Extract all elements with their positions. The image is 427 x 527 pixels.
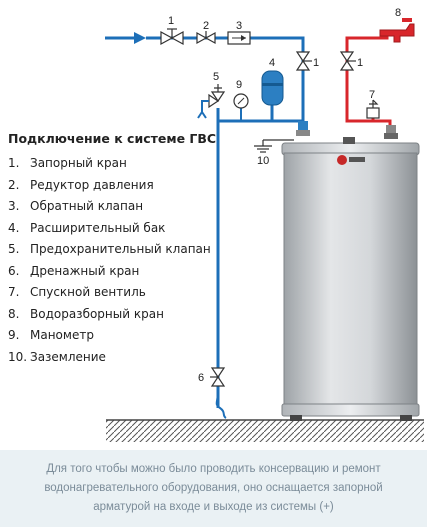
check-valve-icon: [227, 31, 251, 45]
label-5: 5: [213, 71, 219, 83]
tank-outlet-fitting: [384, 125, 398, 139]
diagram-svg: 1 2 3 1 1 4 5 9 7 8 10 6: [105, 7, 424, 442]
label-10: 10: [257, 155, 269, 167]
caption-box: Для того чтобы можно было проводить конс…: [0, 450, 427, 527]
legend-item-label: Редуктор давления: [30, 177, 154, 192]
label-1-cold: 1: [313, 57, 319, 69]
label-2: 2: [203, 20, 209, 32]
legend-item: 5. Предохранительный клапан: [8, 239, 238, 261]
label-7: 7: [369, 89, 375, 101]
legend-item: 9. Манометр: [8, 325, 238, 347]
legend-item-label: Дренажный кран: [30, 263, 140, 278]
legend-item-number: 5.: [8, 242, 20, 256]
legend-item-number: 2.: [8, 177, 20, 192]
label-8: 8: [395, 7, 401, 19]
legend-item: 3. Обратный клапан: [8, 196, 238, 218]
legend-item: 4. Расширительный бак: [8, 218, 238, 240]
shutoff-valve-inlet-icon: [160, 28, 184, 46]
legend-item: 2. Редуктор давления: [8, 175, 238, 197]
legend-item: 1. Запорный кран: [8, 153, 238, 175]
legend-item-label: Запорный кран: [30, 156, 127, 170]
label-1-hot: 1: [357, 57, 363, 69]
legend-item-label: Расширительный бак: [30, 220, 166, 235]
hot-water-pipe: [345, 30, 392, 135]
legend-item-number: 1.: [8, 156, 20, 170]
label-6: 6: [198, 372, 204, 384]
legend-item-number: 8.: [8, 306, 20, 321]
legend-item: 6. Дренажный кран: [8, 261, 238, 283]
legend: Подключение к системе ГВС 1. Запорный кра…: [8, 131, 238, 368]
tank-inlet-fitting: [296, 121, 310, 136]
label-3: 3: [236, 20, 242, 32]
legend-item-label: Заземление: [30, 349, 106, 364]
connection-diagram: 1 2 3 1 1 4 5 9 7 8 10 6 Подключение к с…: [8, 7, 424, 442]
drain-valve-icon: [366, 99, 380, 119]
legend-item-label: Предохранительный клапан: [30, 242, 211, 256]
water-heater-tank: [281, 137, 420, 421]
legend-item-label: Обратный клапан: [30, 199, 144, 213]
legend-item-number: 9.: [8, 328, 20, 342]
brand-logo: [337, 155, 365, 165]
cold-inlet-arrow: [105, 32, 146, 44]
legend-item: 8. Водоразборный кран: [8, 304, 238, 326]
legend-item-number: 6.: [8, 263, 20, 278]
legend-item-label: Водоразборный кран: [30, 306, 164, 321]
legend-item: 7. Спускной вентиль: [8, 282, 238, 304]
expansion-tank-icon: [261, 70, 284, 106]
shutoff-valve-cold-icon: [295, 51, 312, 71]
legend-item-number: 10.: [8, 349, 28, 364]
legend-item-number: 3.: [8, 199, 20, 213]
legend-list: 1. Запорный кран 2. Редуктор давления 3. Об…: [8, 153, 238, 368]
legend-item: 10.Заземление: [8, 347, 238, 369]
legend-title: Подключение к системе ГВС: [8, 131, 217, 146]
shutoff-valve-hot-icon: [339, 51, 356, 71]
faucet-icon: [379, 18, 415, 43]
grounding-icon: [254, 139, 294, 153]
manometer-icon: [233, 93, 249, 121]
caption-text: Для того чтобы можно было проводить конс…: [44, 463, 383, 513]
legend-item-number: 4.: [8, 220, 20, 235]
safety-valve-icon: [197, 84, 226, 119]
ground-hatch: [106, 420, 424, 442]
label-4: 4: [269, 57, 275, 69]
label-1-inlet: 1: [168, 15, 174, 27]
legend-item-label: Манометр: [30, 328, 94, 342]
legend-item-label: Спускной вентиль: [30, 285, 146, 299]
drain-tap-icon: [210, 367, 227, 419]
label-9: 9: [236, 79, 242, 91]
pressure-reducer-icon: [196, 31, 216, 45]
legend-item-number: 7.: [8, 285, 20, 299]
